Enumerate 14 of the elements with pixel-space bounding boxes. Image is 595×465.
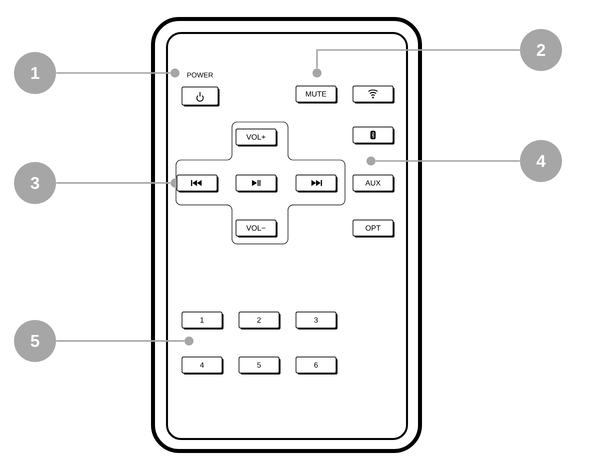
leader-line [376,160,520,162]
leader-dot [312,68,322,78]
leader-dot [366,156,376,166]
callout-number: 5 [14,320,56,362]
leader-line [56,182,170,184]
callout-number: 2 [520,29,562,71]
leader-dot [184,336,194,346]
callout-number: 1 [14,52,56,94]
leader-line [56,340,184,342]
leader-line [316,49,520,68]
callout-number: 4 [520,140,562,182]
callout-number: 3 [14,162,56,204]
leader-dot [170,68,180,78]
leader-line [56,72,170,74]
